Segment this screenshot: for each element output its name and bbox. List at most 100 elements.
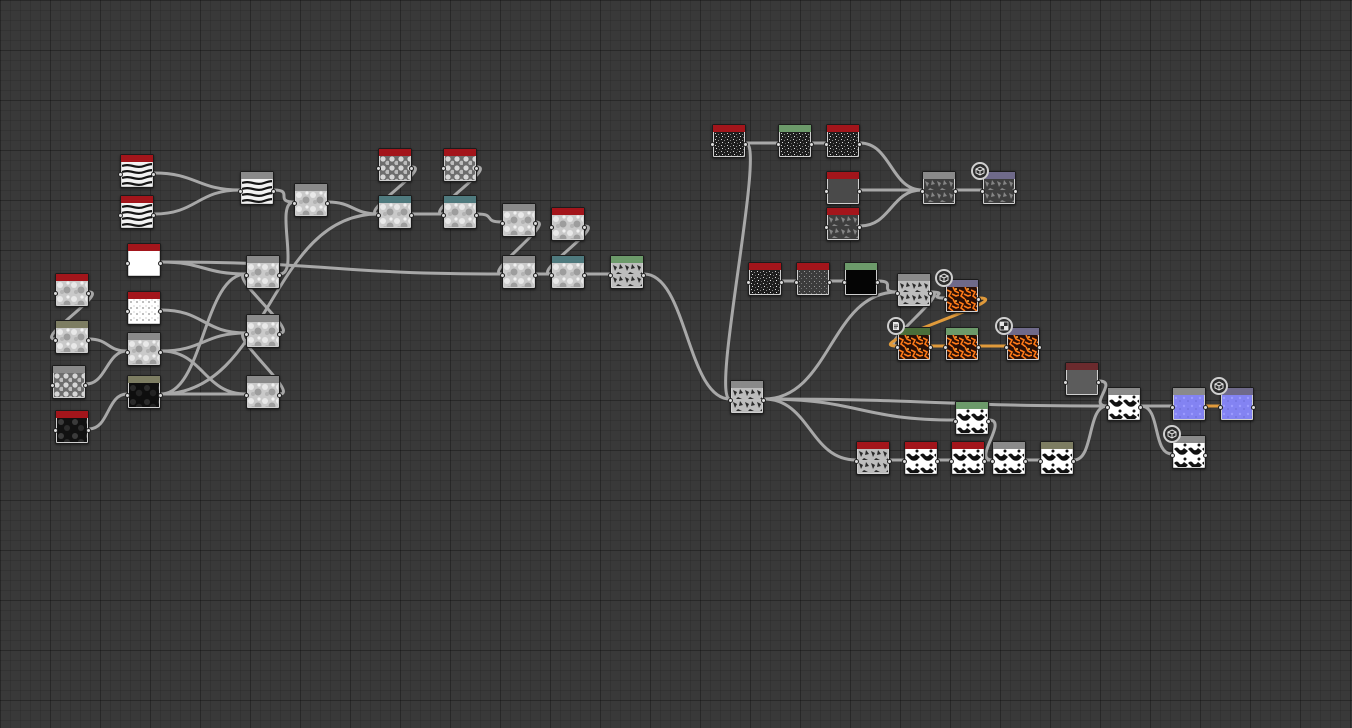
- graph-node-n35[interactable]: [842, 262, 880, 296]
- graph-node-n34[interactable]: [794, 262, 832, 296]
- output-port[interactable]: [982, 459, 987, 464]
- output-port[interactable]: [935, 459, 940, 464]
- wire[interactable]: [272, 188, 296, 204]
- output-port[interactable]: [86, 338, 91, 343]
- wire[interactable]: [858, 188, 924, 228]
- input-port[interactable]: [238, 189, 243, 194]
- output-port[interactable]: [976, 345, 981, 350]
- input-port[interactable]: [125, 393, 130, 398]
- input-port[interactable]: [920, 189, 925, 194]
- input-port[interactable]: [125, 261, 130, 266]
- input-port[interactable]: [549, 225, 554, 230]
- wire[interactable]: [159, 260, 504, 276]
- output-port[interactable]: [779, 280, 784, 285]
- input-port[interactable]: [943, 345, 948, 350]
- output-port[interactable]: [533, 273, 538, 278]
- graph-node-n5[interactable]: [53, 320, 91, 354]
- output-port[interactable]: [887, 459, 892, 464]
- wire[interactable]: [858, 141, 924, 192]
- wire[interactable]: [724, 141, 752, 401]
- input-port[interactable]: [824, 142, 829, 147]
- document-icon[interactable]: [887, 317, 905, 335]
- graph-node-n45[interactable]: [949, 441, 987, 475]
- graph-node-n19[interactable]: [441, 195, 479, 229]
- output-port[interactable]: [1203, 453, 1208, 458]
- graph-node-n33[interactable]: [746, 262, 784, 296]
- input-port[interactable]: [980, 189, 985, 194]
- wire[interactable]: [762, 397, 1109, 408]
- graph-node-n16[interactable]: [376, 148, 414, 182]
- input-port[interactable]: [895, 291, 900, 296]
- graph-node-n43[interactable]: [854, 441, 892, 475]
- input-port[interactable]: [949, 459, 954, 464]
- output-port[interactable]: [953, 189, 958, 194]
- graph-node-n28[interactable]: [824, 124, 862, 158]
- wire-highlighted[interactable]: [888, 296, 988, 348]
- input-port[interactable]: [244, 273, 249, 278]
- input-port[interactable]: [53, 291, 58, 296]
- output-port[interactable]: [1203, 405, 1208, 410]
- graph-node-n11[interactable]: [238, 171, 276, 205]
- input-port[interactable]: [1004, 345, 1009, 350]
- input-port[interactable]: [746, 280, 751, 285]
- graph-node-n8[interactable]: [125, 291, 163, 325]
- output-port[interactable]: [928, 291, 933, 296]
- output-port[interactable]: [409, 213, 414, 218]
- cube-icon[interactable]: [1210, 377, 1228, 395]
- input-port[interactable]: [1170, 453, 1175, 458]
- input-port[interactable]: [376, 166, 381, 171]
- graph-node-n15[interactable]: [292, 183, 330, 217]
- input-port[interactable]: [710, 142, 715, 147]
- output-port[interactable]: [86, 291, 91, 296]
- graph-node-n36[interactable]: [895, 273, 933, 307]
- output-port[interactable]: [857, 189, 862, 194]
- output-port[interactable]: [1013, 189, 1018, 194]
- output-port[interactable]: [533, 221, 538, 226]
- output-port[interactable]: [151, 172, 156, 177]
- input-port[interactable]: [376, 213, 381, 218]
- output-port[interactable]: [976, 297, 981, 302]
- output-port[interactable]: [743, 142, 748, 147]
- graph-node-n3[interactable]: [125, 243, 163, 277]
- graph-node-n14[interactable]: [244, 375, 282, 409]
- input-port[interactable]: [244, 332, 249, 337]
- wire[interactable]: [50, 290, 94, 341]
- input-port[interactable]: [1038, 459, 1043, 464]
- input-port[interactable]: [854, 459, 859, 464]
- input-port[interactable]: [824, 225, 829, 230]
- output-port[interactable]: [83, 383, 88, 388]
- output-port[interactable]: [986, 419, 991, 424]
- graph-node-n1[interactable]: [118, 154, 156, 188]
- graph-node-n20[interactable]: [500, 203, 538, 237]
- output-port[interactable]: [277, 273, 282, 278]
- output-port[interactable]: [277, 332, 282, 337]
- input-port[interactable]: [53, 338, 58, 343]
- input-port[interactable]: [990, 459, 995, 464]
- cube-icon[interactable]: [971, 162, 989, 180]
- graph-node-n17[interactable]: [441, 148, 479, 182]
- graph-node-n49[interactable]: [1170, 387, 1208, 421]
- output-port[interactable]: [1138, 405, 1143, 410]
- input-port[interactable]: [244, 393, 249, 398]
- input-port[interactable]: [1170, 405, 1175, 410]
- input-port[interactable]: [118, 172, 123, 177]
- input-port[interactable]: [842, 280, 847, 285]
- output-port[interactable]: [325, 201, 330, 206]
- output-port[interactable]: [409, 166, 414, 171]
- input-port[interactable]: [824, 189, 829, 194]
- wire[interactable]: [984, 418, 997, 462]
- wire[interactable]: [762, 290, 899, 401]
- graph-node-n2[interactable]: [118, 195, 156, 229]
- output-port[interactable]: [151, 213, 156, 218]
- graph-node-n42[interactable]: [953, 401, 991, 435]
- wire[interactable]: [1139, 404, 1174, 456]
- input-port[interactable]: [292, 201, 297, 206]
- input-port[interactable]: [1105, 405, 1110, 410]
- graph-node-n46[interactable]: [990, 441, 1028, 475]
- output-port[interactable]: [158, 393, 163, 398]
- input-port[interactable]: [53, 428, 58, 433]
- wire[interactable]: [1072, 404, 1109, 462]
- wire[interactable]: [87, 337, 129, 353]
- graph-node-n50[interactable]: [1218, 387, 1256, 421]
- graph-node-n26[interactable]: [710, 124, 748, 158]
